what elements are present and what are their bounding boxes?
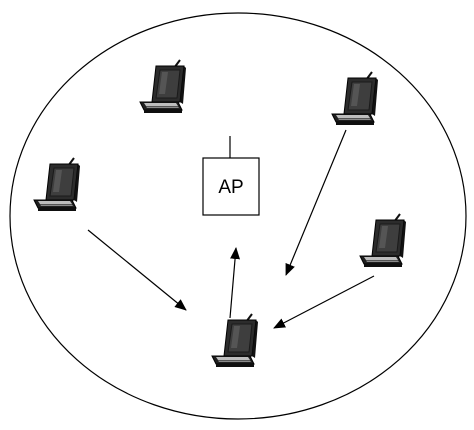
arrow-left-to-bottom	[87, 229, 187, 311]
laptop-left-icon	[33, 157, 81, 212]
laptop-top-center-icon	[139, 59, 187, 114]
ap-label: AP	[218, 177, 243, 198]
coverage-area	[9, 12, 467, 420]
laptop-right-icon	[359, 213, 407, 268]
arrow-bottom-to-ap	[229, 247, 241, 319]
arrow-right-to-bottom	[273, 275, 375, 329]
laptop-top-right-icon	[331, 71, 379, 126]
ap-box	[202, 157, 260, 216]
arrow-top-right-to-bottom	[285, 129, 347, 276]
laptop-bottom-center-icon	[211, 313, 259, 368]
access-point: AP	[202, 136, 260, 216]
